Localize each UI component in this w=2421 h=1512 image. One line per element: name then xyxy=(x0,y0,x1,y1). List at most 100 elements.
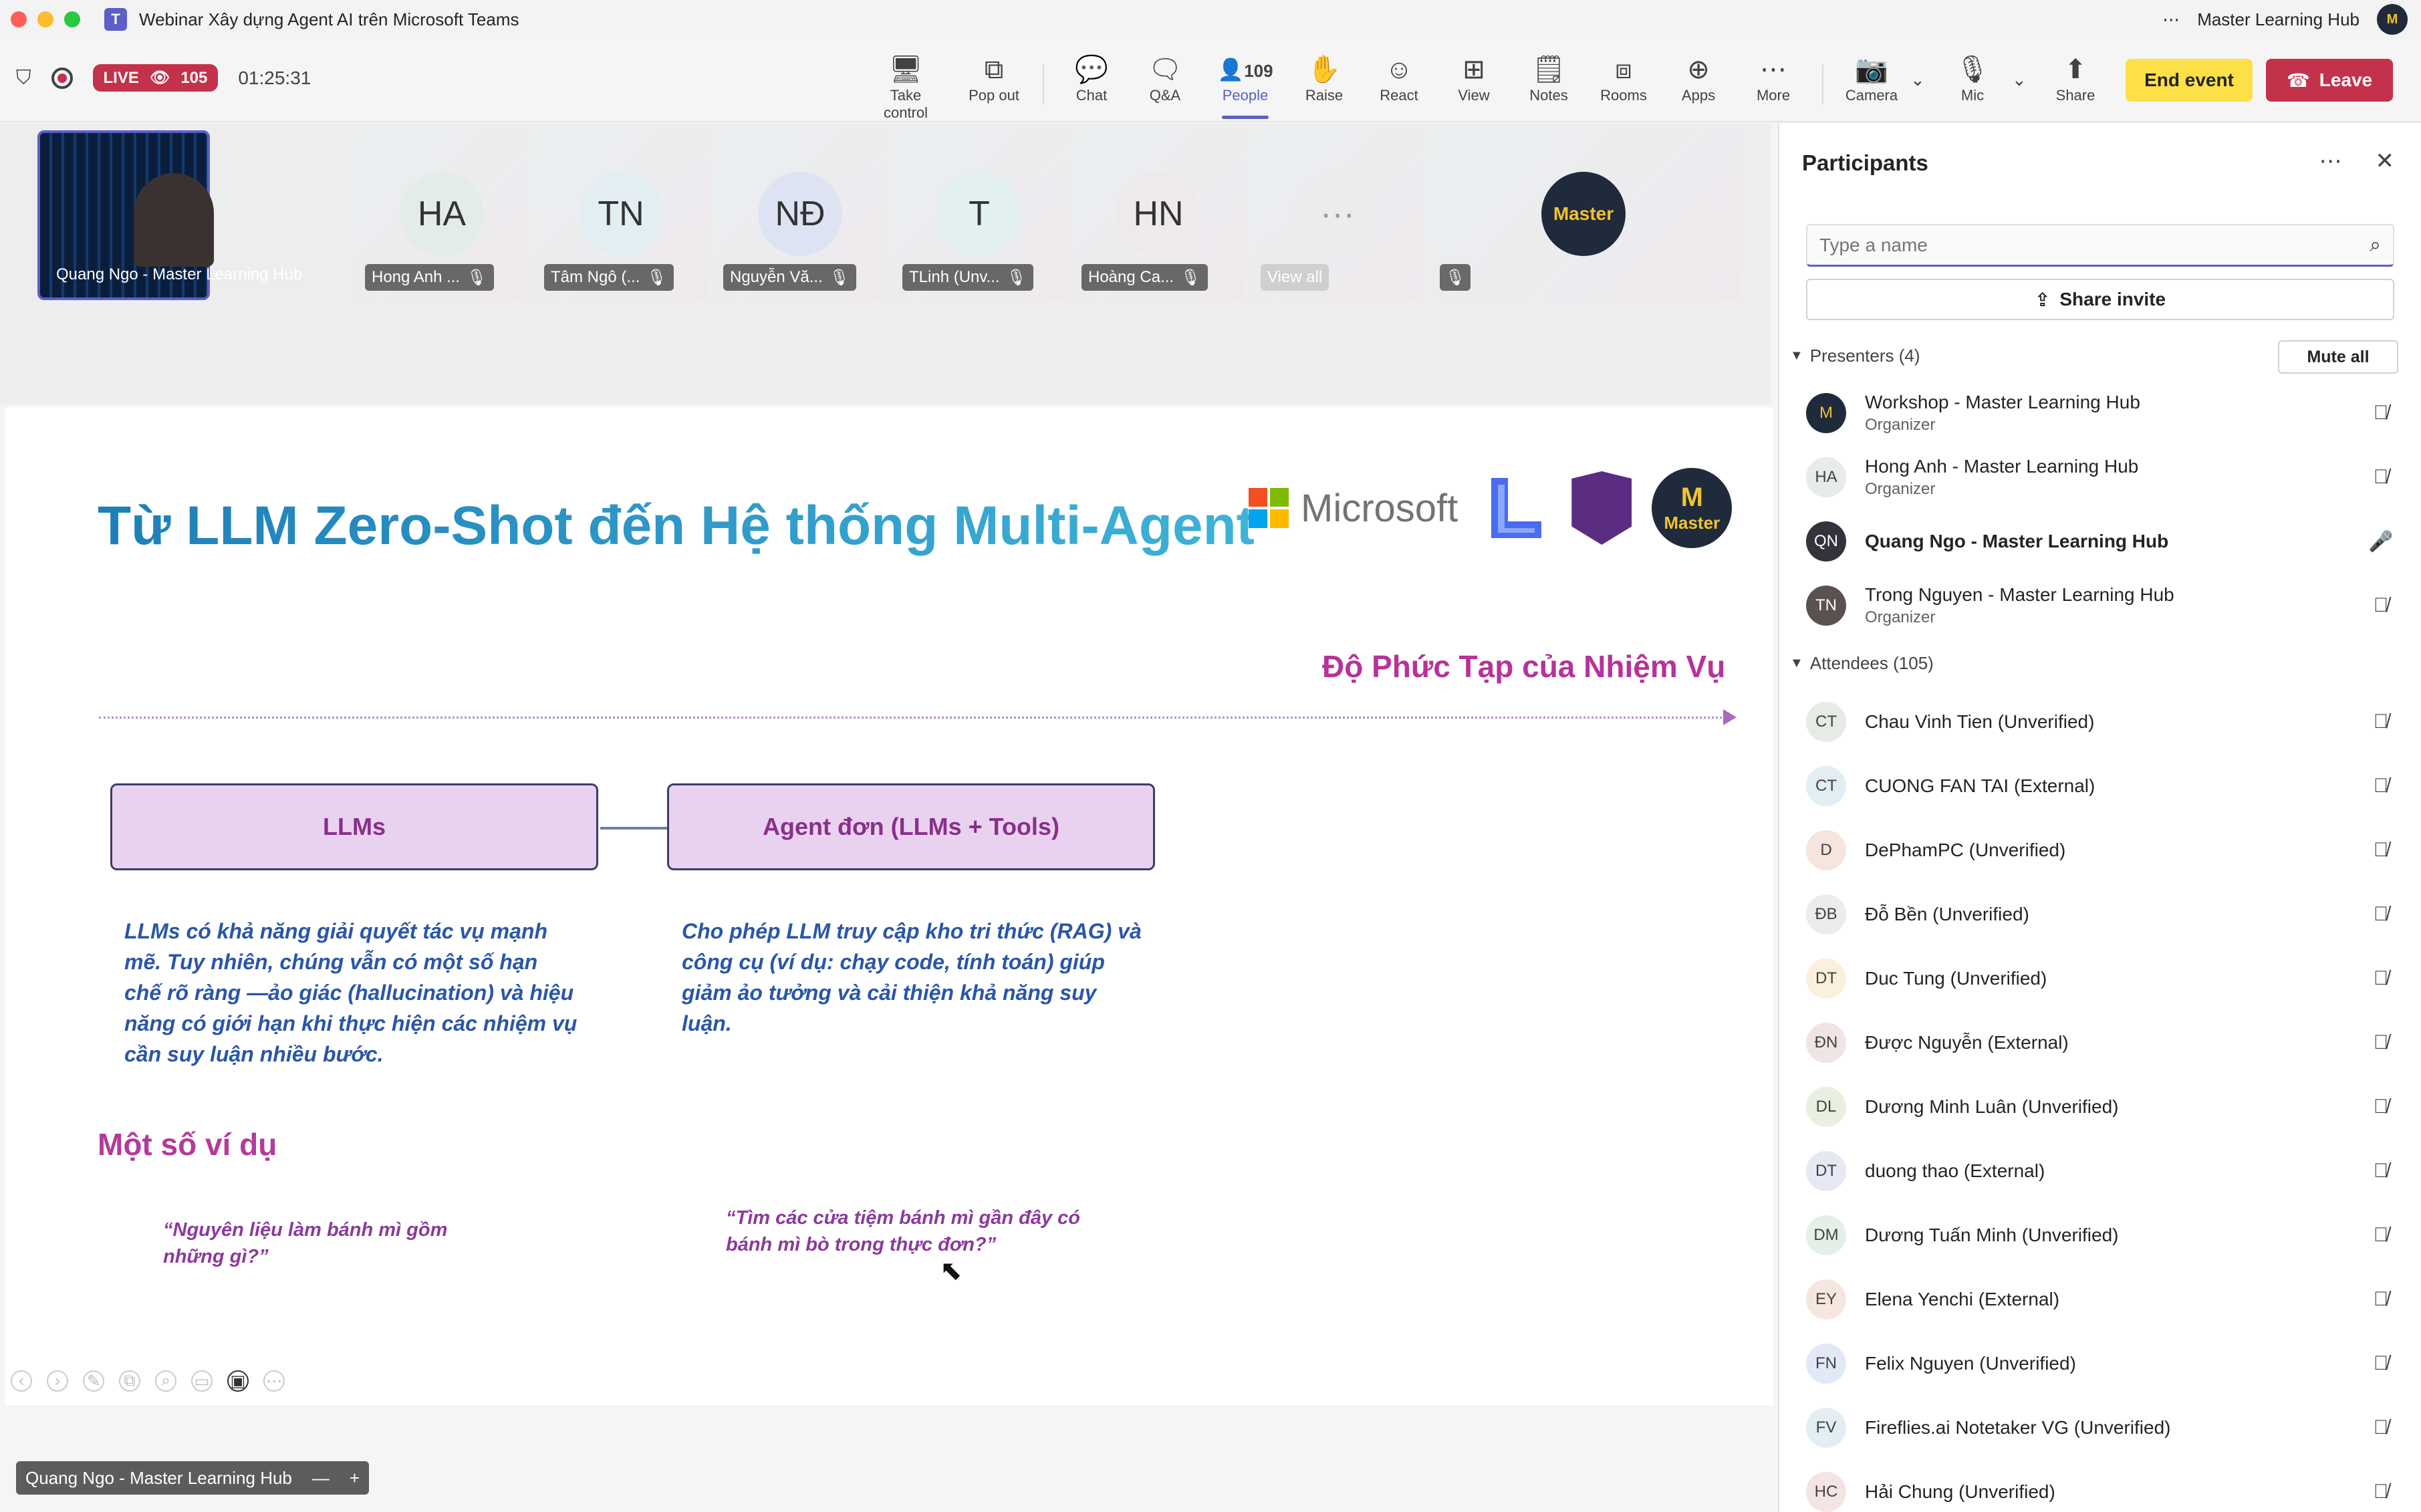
close-icon[interactable]: ✕ xyxy=(2375,148,2395,174)
mic-off-icon[interactable]: 🎙̸ xyxy=(2373,903,2389,925)
camera-button[interactable]: 📷Camera xyxy=(1835,52,1908,104)
take-control-button[interactable]: 🖥Take control xyxy=(869,52,942,122)
share-icon: ⇪ xyxy=(2034,289,2051,310)
presenters-section-toggle[interactable]: ▼ Presenters (4) xyxy=(1790,346,1920,366)
mic-off-icon[interactable]: 🎙̸ xyxy=(2373,775,2389,797)
mic-off-icon[interactable]: 🎙̸ xyxy=(2373,839,2389,861)
share-button[interactable]: ⬆Share xyxy=(2039,52,2112,104)
leave-button[interactable]: ☎Leave xyxy=(2266,59,2393,102)
copy-icon[interactable]: ⧉ xyxy=(119,1370,140,1392)
participant-name: Chau Vinh Tien (Unverified) xyxy=(1865,711,2095,732)
record-icon[interactable] xyxy=(51,67,73,89)
ellipsis-icon[interactable]: ⋯ xyxy=(2162,9,2180,29)
previous-slide-icon[interactable]: ‹ xyxy=(11,1370,32,1392)
video-tile[interactable]: TN Tâm Ngô (...🎙 xyxy=(535,130,707,300)
video-tile[interactable]: HA Hong Anh ...🎙 xyxy=(356,130,528,300)
video-tile[interactable]: NĐ Nguyễn Vă...🎙 xyxy=(714,130,886,300)
close-window-button[interactable] xyxy=(11,11,27,27)
raise-hand-button[interactable]: ✋Raise xyxy=(1287,52,1361,104)
mic-off-icon[interactable]: 🎙̸ xyxy=(2373,1224,2389,1246)
video-tile[interactable]: HN Hoàng Ca...🎙 xyxy=(1072,130,1245,300)
react-button[interactable]: ☺React xyxy=(1362,52,1436,104)
viewer-count: 105 xyxy=(180,68,208,87)
participant-role: Organizer xyxy=(1865,416,1936,434)
camera-chevron-down-icon[interactable]: ⌄ xyxy=(1910,70,1925,90)
account-avatar[interactable]: M xyxy=(2377,4,2408,35)
mic-off-icon[interactable]: 🎙̸ xyxy=(2373,1481,2389,1503)
participant-name: Dương Tuấn Minh (Unverified) xyxy=(1865,1225,2119,1245)
mic-off-icon[interactable]: 🎙̸ xyxy=(2373,1288,2389,1310)
apps-button[interactable]: ⊕Apps xyxy=(1662,52,1735,104)
video-gallery: Quang Ngo - Master Learning Hub HA Hong … xyxy=(0,124,1771,404)
mic-off-icon[interactable]: 🎙̸ xyxy=(2373,1416,2389,1438)
camera-icon[interactable]: ▣ xyxy=(227,1370,249,1392)
view-all-button[interactable]: View all xyxy=(1261,264,1329,291)
attendees-section-toggle[interactable]: ▼ Attendees (105) xyxy=(1790,653,1934,674)
rooms-button[interactable]: ⧈Rooms xyxy=(1587,52,1660,104)
mic-off-icon[interactable]: 🎙̸ xyxy=(2373,1096,2389,1118)
search-icon[interactable]: ⌕ xyxy=(2370,233,2381,256)
view-all-tile[interactable]: ··· View all xyxy=(1251,130,1424,300)
more-options-icon[interactable]: ⋯ xyxy=(2319,148,2342,174)
shield-icon[interactable]: ⛉ xyxy=(16,66,31,89)
mic-off-icon[interactable]: 🎙̸ xyxy=(2373,402,2389,424)
pen-icon[interactable]: ✎ xyxy=(83,1370,104,1392)
mute-all-button[interactable]: Mute all xyxy=(2278,340,2398,374)
mic-off-icon[interactable]: 🎙̸ xyxy=(2373,1352,2389,1374)
view-button[interactable]: ⊞View xyxy=(1437,52,1511,104)
mic-off-icon[interactable]: 🎙̸ xyxy=(2373,1031,2389,1053)
zoom-out-button[interactable]: — xyxy=(311,1467,330,1488)
mic-off-icon[interactable]: 🎙̸ xyxy=(2373,466,2389,488)
share-invite-button[interactable]: ⇪ Share invite xyxy=(1806,279,2394,320)
participant-role: Organizer xyxy=(1865,608,1936,626)
mic-off-icon[interactable]: 🎙̸ xyxy=(2373,1160,2389,1182)
pop-out-button[interactable]: ⧉Pop out xyxy=(957,52,1031,104)
view-label: View xyxy=(1458,87,1490,104)
zoom-icon[interactable]: ⌕ xyxy=(155,1370,176,1392)
subtitle-icon[interactable]: ▭ xyxy=(191,1370,213,1392)
next-slide-icon[interactable]: › xyxy=(47,1370,68,1392)
mic-button[interactable]: 🎙Mic xyxy=(1936,52,2009,104)
mic-on-icon[interactable]: 🎤 xyxy=(2368,530,2394,553)
end-event-button[interactable]: End event xyxy=(2126,59,2253,102)
mic-off-icon[interactable]: 🎙̸ xyxy=(2373,967,2389,989)
qa-button[interactable]: 🗨Q&A xyxy=(1128,52,1202,104)
notes-button[interactable]: 🗒Notes xyxy=(1512,52,1585,104)
video-tile-workshop[interactable]: Master 🎙 xyxy=(1430,130,1741,300)
zoom-in-button[interactable]: + xyxy=(349,1467,360,1488)
share-invite-label: Share invite xyxy=(2059,289,2166,309)
avatar: TN xyxy=(579,172,663,256)
zoom-window-button[interactable] xyxy=(64,11,80,27)
mic-off-icon[interactable]: 🎙̸ xyxy=(2373,711,2389,733)
participant-search[interactable]: ⌕ xyxy=(1806,224,2394,267)
more-icon[interactable]: ⋯ xyxy=(263,1370,285,1392)
more-button[interactable]: ⋯More xyxy=(1737,52,1810,104)
search-input[interactable] xyxy=(1819,234,2370,256)
mic-off-icon[interactable]: 🎙̸ xyxy=(2373,594,2389,616)
apps-icon: ⊕ xyxy=(1687,55,1710,84)
minimize-window-button[interactable] xyxy=(37,11,53,27)
chat-button[interactable]: 💬Chat xyxy=(1055,52,1128,104)
video-tile-quang-ngo[interactable]: Quang Ngo - Master Learning Hub xyxy=(37,130,302,300)
video-tile[interactable]: T TLinh (Unv...🎙 xyxy=(893,130,1065,300)
mic-chevron-down-icon[interactable]: ⌄ xyxy=(2012,70,2027,90)
llms-description: LLMs có khả năng giải quyết tác vụ mạnh … xyxy=(124,919,578,1066)
